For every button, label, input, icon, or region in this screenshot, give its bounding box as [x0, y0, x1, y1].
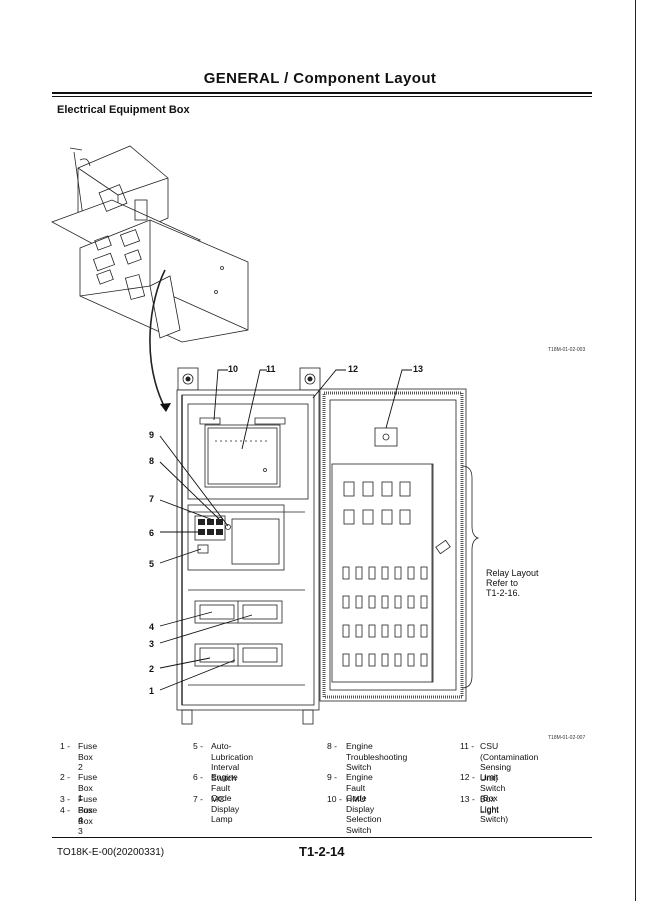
- legend-number: 7 -: [193, 794, 204, 804]
- callout-8: 8: [149, 456, 154, 466]
- callout-2: 2: [149, 664, 154, 674]
- legend-text: Fuse Box 4: [78, 794, 98, 825]
- page-title: GENERAL / Component Layout: [203, 70, 437, 87]
- document-code: TO18K-E-00(20200331): [57, 847, 165, 858]
- footer-rule: [52, 837, 592, 838]
- isometric-overview-sketch: [51, 145, 249, 412]
- legend-text: Fuse Box 3: [78, 805, 98, 836]
- legend-number: 2 -: [60, 772, 71, 782]
- legend-number: 9 -: [327, 772, 338, 782]
- legend-text: MC: [211, 794, 225, 804]
- legend-text: Engine Fault Code Display Selection Swit…: [346, 772, 382, 835]
- relay-note-line: Relay Layout: [486, 568, 539, 578]
- legend-text: Engine Troubleshooting Switch: [346, 741, 408, 772]
- legend-number: 6 -: [193, 772, 204, 782]
- relay-layout-note: Relay Layout Refer to T1-2-16.: [486, 568, 539, 598]
- legend-number: 11 -: [460, 741, 475, 751]
- callout-10: 10: [228, 364, 238, 374]
- figure-code-lower: T18M-01-02-007: [548, 735, 586, 741]
- callout-3: 3: [149, 639, 154, 649]
- legend-number: 3 -: [60, 794, 71, 804]
- legend-text: Box Light: [480, 794, 499, 815]
- callout-11: 11: [266, 364, 276, 374]
- page-number: T1-2-14: [299, 844, 345, 859]
- callout-6: 6: [149, 528, 154, 538]
- legend-number: 1 -: [60, 741, 71, 751]
- legend-text: HMU: [346, 794, 366, 804]
- legend-number: 5 -: [193, 741, 204, 751]
- callout-labels: 1 2 3 4 5 6 7 8 9 10 11 12 13: [149, 364, 423, 696]
- legend-text: Fuse Box 1: [78, 772, 98, 803]
- figure-code-upper: T18M-01-02-003: [548, 347, 586, 353]
- callout-12: 12: [348, 364, 358, 374]
- legend-number: 13 -: [460, 794, 475, 804]
- relay-note-line: T1-2-16.: [486, 588, 521, 598]
- title-rule-thin: [52, 96, 592, 97]
- main-cabinet-drawing: [176, 367, 467, 725]
- callout-7: 7: [149, 494, 154, 504]
- legend-number: 12 -: [460, 772, 475, 782]
- callout-4: 4: [149, 622, 154, 632]
- legend-text: Engine Fault Code Display Lamp: [211, 772, 240, 824]
- section-title: Electrical Equipment Box: [57, 104, 190, 116]
- callout-1: 1: [149, 686, 154, 696]
- relay-panel: [342, 465, 480, 689]
- legend-number: 8 -: [327, 741, 338, 751]
- callout-leaders: [159, 369, 412, 691]
- title-rule-thick: [52, 92, 592, 94]
- callout-9: 9: [149, 430, 154, 440]
- legend-text: Fuse Box 2: [78, 741, 98, 772]
- legend-text: Limit Switch (Box Light Switch): [480, 772, 509, 824]
- legend-text: Auto-Lubrication Interval Switch: [211, 741, 254, 783]
- legend-number: 4 -: [60, 805, 71, 815]
- page-edge-line: [635, 0, 636, 901]
- relay-note-line: Refer to: [486, 578, 519, 588]
- legend-text: CSU (Contamination Sensing Unit): [480, 741, 539, 783]
- legend-number: 10 -: [327, 794, 342, 804]
- callout-5: 5: [149, 559, 154, 569]
- callout-13: 13: [413, 364, 423, 374]
